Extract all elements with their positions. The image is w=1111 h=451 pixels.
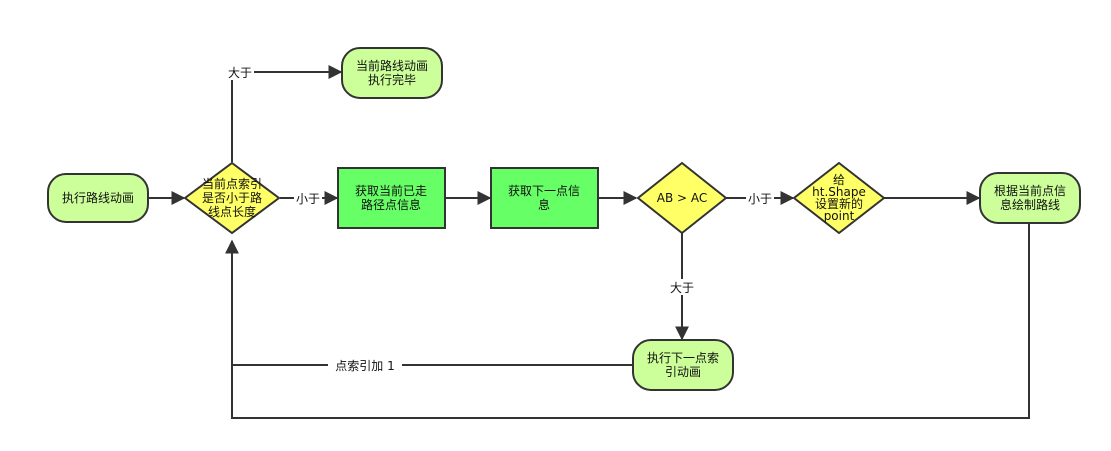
- set-point-line-3: 设置新的: [815, 196, 863, 211]
- edge-label-less-1: 小于: [296, 192, 320, 206]
- node-compare-text: AB > AC: [657, 191, 708, 205]
- get-next-line-2: 息: [538, 197, 550, 212]
- edges: [149, 65, 1030, 419]
- node-check-index-text: 当前点索引是否小于路线点长度: [202, 176, 262, 219]
- node-finished-text: 当前路线动画执行完毕: [356, 58, 428, 87]
- set-point-line-2: ht.Shape: [812, 185, 866, 199]
- edge-label-less-2: 小于: [748, 192, 772, 206]
- get-current-line-1: 获取当前已走: [355, 183, 427, 198]
- edge-label-greater-down: 大于: [670, 281, 694, 295]
- edge-draw-route-to-check: [231, 222, 1030, 419]
- node-set-point: [792, 161, 886, 235]
- edge-check-to-finished: [231, 65, 343, 162]
- nodes: 执行路线动画 当前路线动画执行完毕 根据当前点信息绘制路线 执行下一点索引动画 …: [47, 47, 1081, 391]
- check-index-line-3: 线点长度: [208, 204, 256, 219]
- draw-route-line-1: 根据当前点信: [994, 183, 1066, 198]
- next-anim-line-1: 执行下一点索: [647, 351, 719, 365]
- node-finished: [341, 47, 443, 99]
- node-start: [47, 173, 149, 223]
- set-point-line-4: point: [824, 209, 855, 223]
- node-get-next-text: 获取下一点信息: [508, 184, 580, 212]
- set-point-line-1: 给: [833, 173, 845, 187]
- check-index-line-1: 当前点索引: [202, 176, 262, 191]
- edge-labels: 大于 小于 小于 大于 点索引加 1: [226, 64, 774, 373]
- node-get-next: [490, 167, 599, 229]
- node-check-index: [183, 161, 281, 235]
- edge-label-increment: 点索引加 1: [335, 359, 394, 373]
- edge-label-greater-top: 大于: [228, 66, 252, 80]
- edge-next-anim-to-check: [225, 239, 632, 366]
- get-current-line-2: 路径点信息: [361, 197, 421, 212]
- start-line-1: 执行路线动画: [62, 190, 134, 205]
- get-next-line-1: 获取下一点信: [508, 184, 580, 198]
- node-get-current: [337, 167, 446, 229]
- draw-route-line-2: 息绘制路线: [1000, 197, 1060, 212]
- finished-line-1: 当前路线动画: [356, 58, 428, 73]
- node-compare: [636, 161, 728, 235]
- node-next-anim-text: 执行下一点索引动画: [647, 351, 719, 379]
- node-start-text: 执行路线动画: [62, 190, 134, 205]
- check-index-line-2: 是否小于路: [202, 190, 262, 205]
- compare-line-1: AB > AC: [657, 191, 708, 205]
- node-draw-route: [979, 172, 1081, 224]
- finished-line-2: 执行完毕: [368, 72, 416, 87]
- node-get-current-text: 获取当前已走路径点信息: [355, 183, 427, 212]
- node-draw-route-text: 根据当前点信息绘制路线: [994, 183, 1066, 212]
- next-anim-line-2: 引动画: [665, 365, 701, 379]
- node-next-anim: [632, 339, 734, 391]
